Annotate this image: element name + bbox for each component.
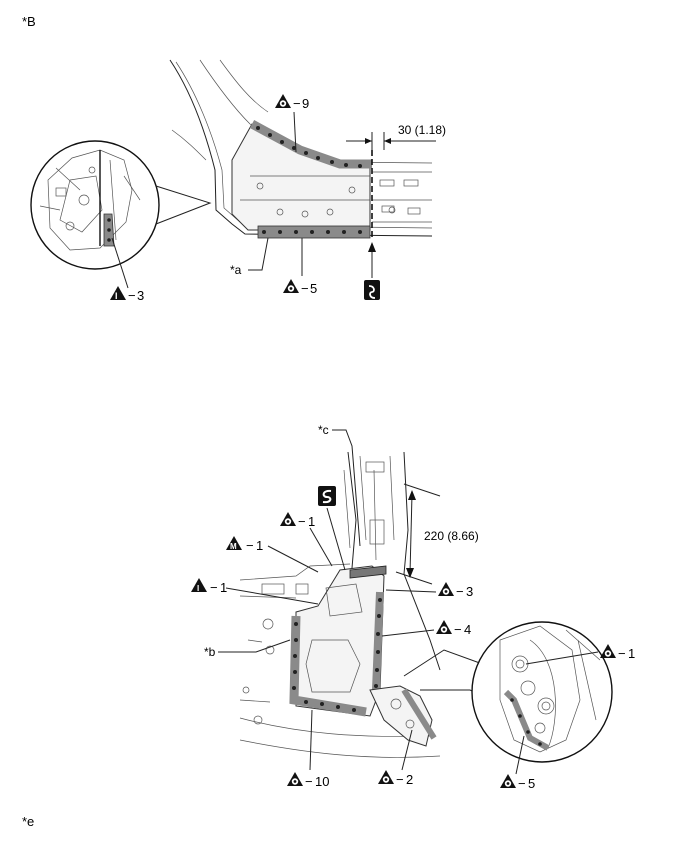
callout-c: *c (318, 423, 329, 437)
svg-text:10: 10 (315, 774, 329, 789)
svg-text:−: − (298, 514, 306, 529)
cut-symbol-s-icon (318, 486, 336, 506)
rocker-reinforcement (231, 123, 371, 231)
bottom-view: 220 (8.66) *c *b − 1 M − 1 I (191, 423, 635, 791)
pillar-outline (169, 59, 433, 237)
svg-text:1: 1 (628, 646, 635, 661)
sheet-label: *B (22, 14, 36, 29)
dimension-220: 220 (8.66) (424, 529, 479, 543)
svg-text:−: − (456, 584, 464, 599)
svg-text:−: − (246, 538, 254, 553)
callout-b: *b (204, 645, 216, 659)
weld-symbol-3: − 3 (438, 582, 473, 599)
callout-a: *a (230, 263, 242, 277)
weld-symbol-1-spot: − 1 (280, 512, 315, 529)
svg-text:I: I (197, 584, 199, 593)
svg-text:1: 1 (308, 514, 315, 529)
weld-dots-upper (256, 126, 362, 168)
svg-text:−: − (301, 281, 309, 296)
svg-text:−: − (396, 772, 404, 787)
svg-text:9: 9 (302, 96, 309, 111)
detail-circle-bottom (471, 621, 613, 763)
weld-symbol-4: − 4 (436, 620, 471, 637)
detail-weld-symbol-1: − 1 (600, 644, 635, 661)
svg-text:5: 5 (528, 776, 535, 791)
weld-symbol-9: − 9 (275, 94, 309, 111)
svg-text:−: − (518, 776, 526, 791)
pillar-upper-outline (347, 451, 441, 671)
svg-text:−: − (128, 288, 136, 303)
plug-weld-symbol-1: I − 1 (191, 578, 227, 595)
svg-text:2: 2 (406, 772, 413, 787)
svg-text:M: M (230, 542, 237, 551)
plug-weld-symbol-3: I − 3 (110, 286, 144, 303)
footer-label: *e (22, 814, 34, 829)
detail-circle-top (30, 140, 160, 270)
svg-text:3: 3 (137, 288, 144, 303)
svg-text:−: − (618, 646, 626, 661)
svg-text:−: − (305, 774, 313, 789)
svg-text:I: I (115, 291, 118, 301)
weld-symbol-5: − 5 (283, 279, 317, 296)
dimension-30: 30 (1.18) (398, 123, 446, 137)
center-reinforcement (295, 565, 385, 717)
top-view: 30 (1.18) − 9 − 5 *a (30, 59, 446, 303)
svg-text:3: 3 (466, 584, 473, 599)
svg-text:1: 1 (220, 580, 227, 595)
svg-text:4: 4 (464, 622, 471, 637)
mig-weld-symbol-1: M − 1 (226, 536, 263, 553)
svg-text:5: 5 (310, 281, 317, 296)
weld-dots-lower (262, 230, 362, 234)
cut-symbol-icon (364, 280, 380, 300)
weld-symbol-10: − 10 (287, 772, 329, 789)
svg-text:1: 1 (256, 538, 263, 553)
svg-text:−: − (293, 96, 301, 111)
detail-weld-symbol-5: − 5 (500, 774, 535, 791)
weld-symbol-2: − 2 (378, 770, 413, 787)
svg-text:−: − (210, 580, 218, 595)
svg-text:−: − (454, 622, 462, 637)
